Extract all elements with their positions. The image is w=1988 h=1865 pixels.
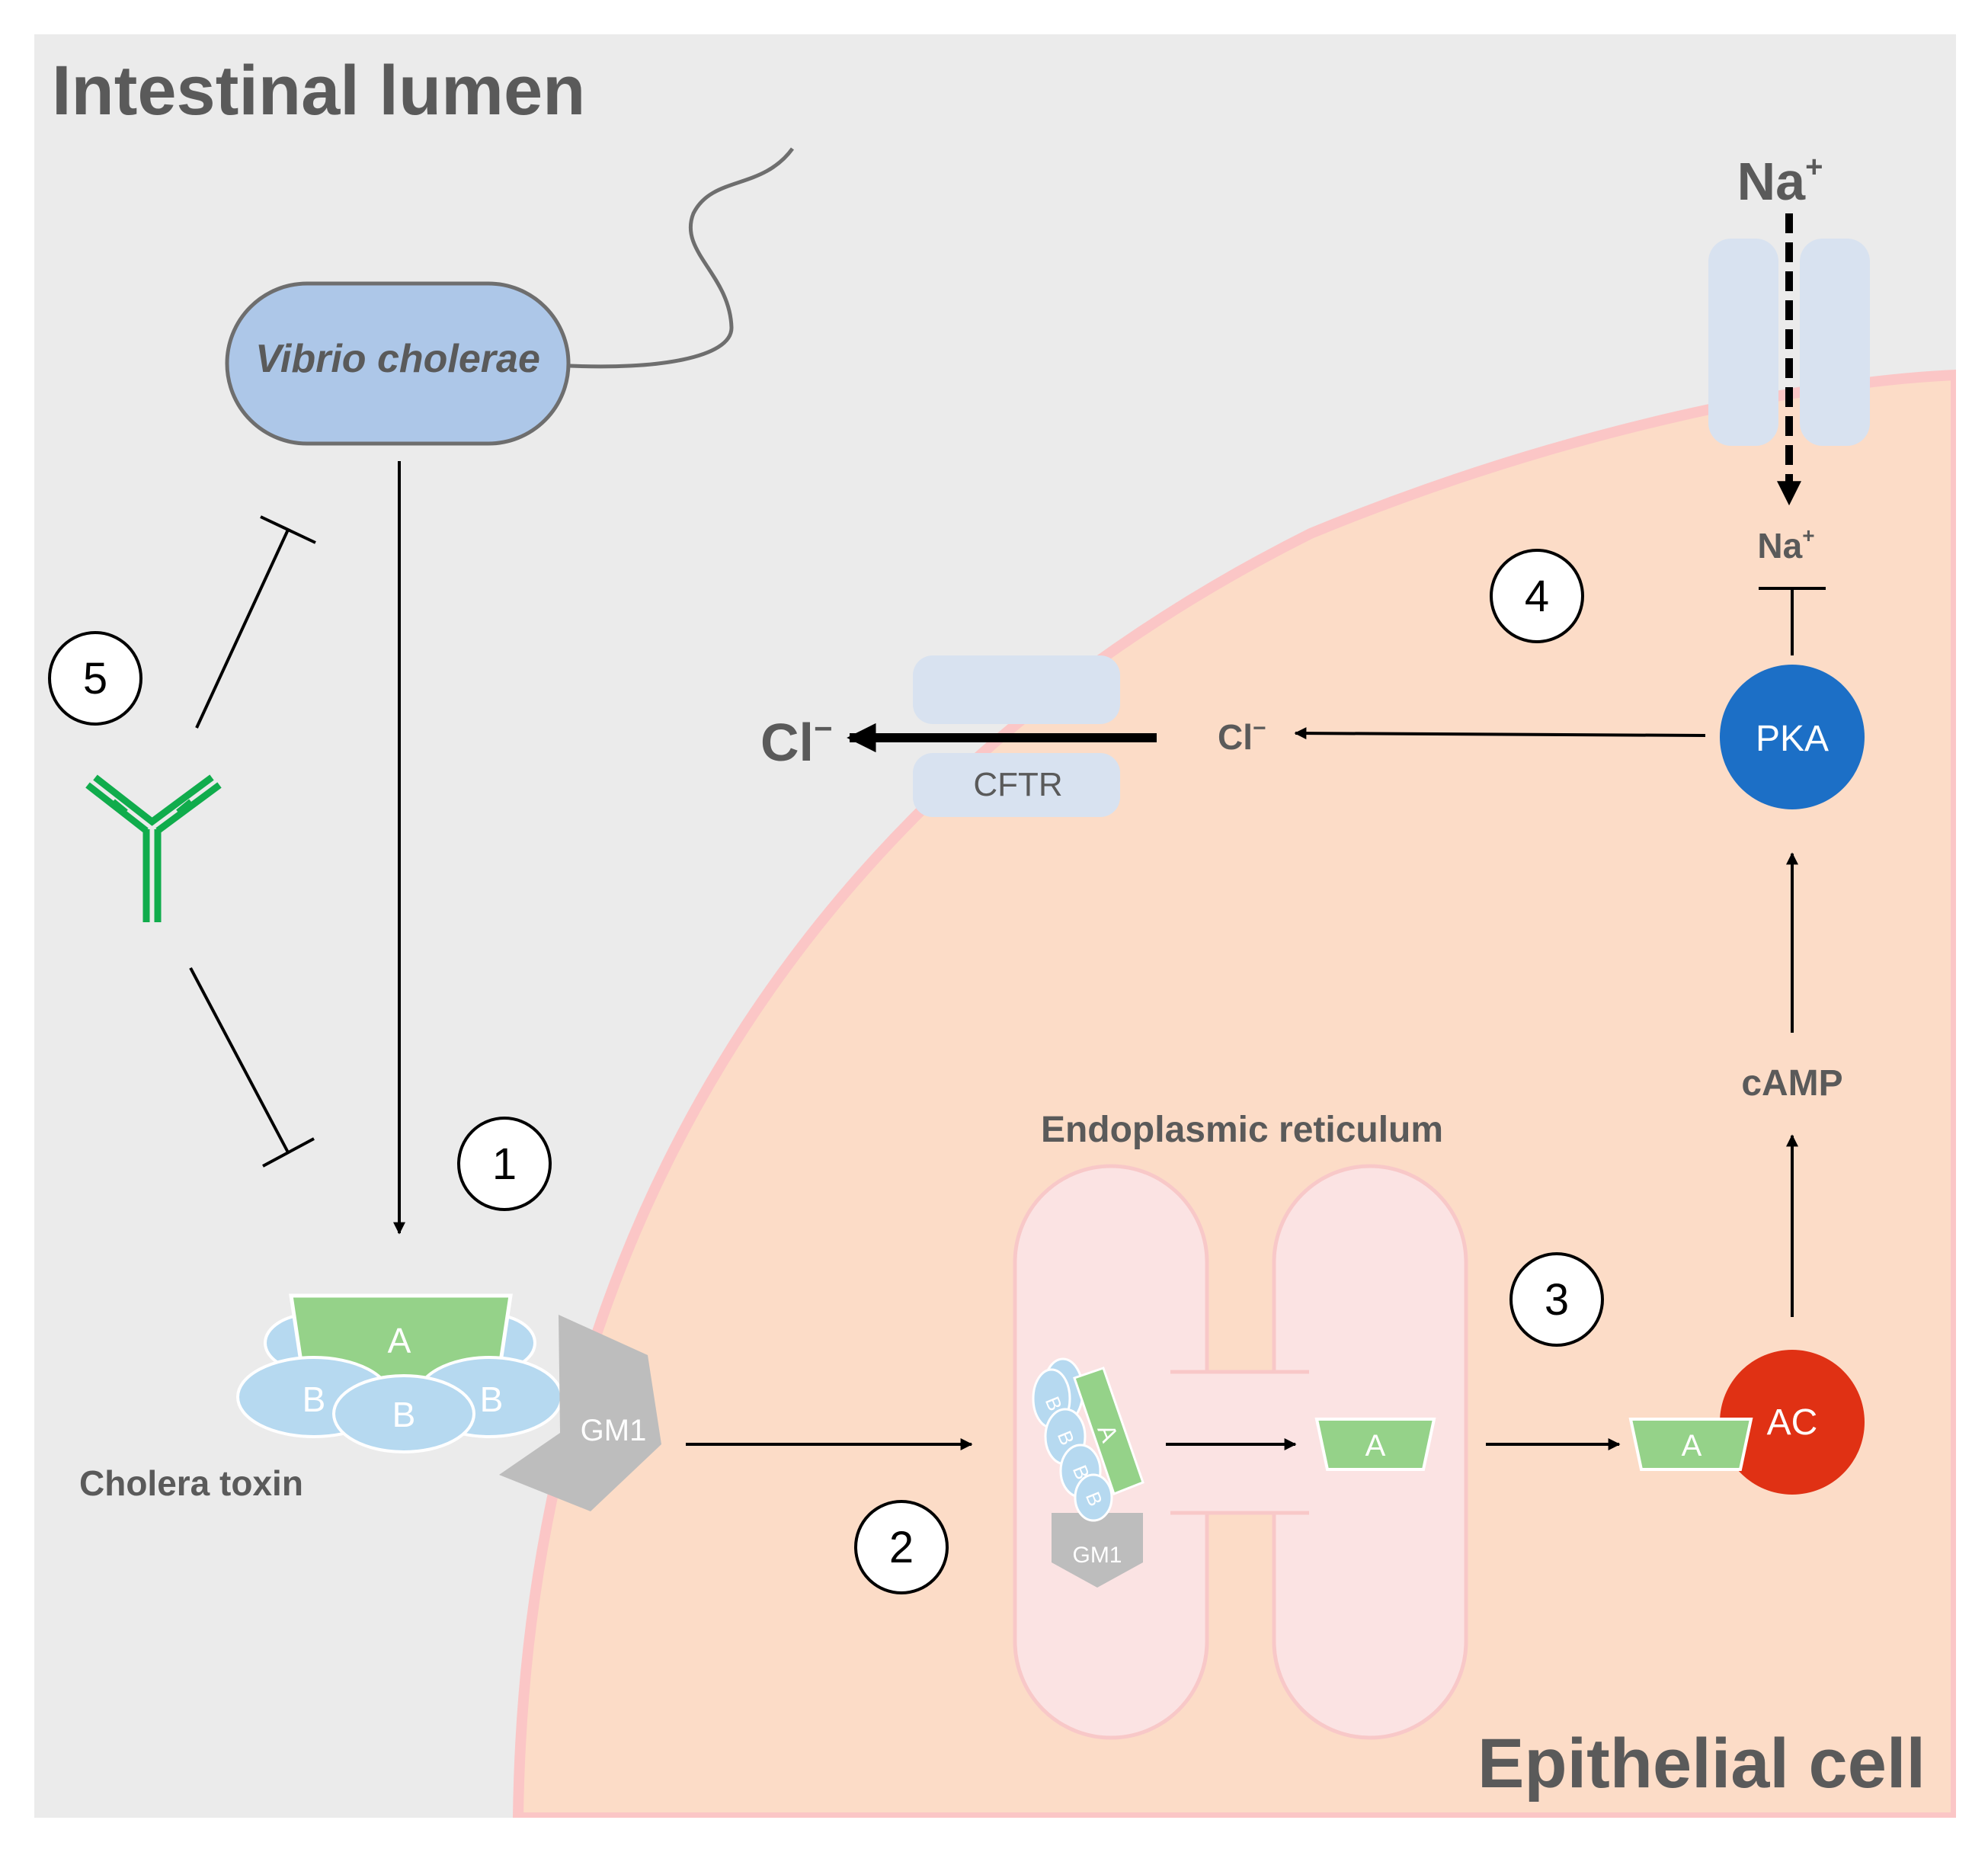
step-marker-4: 4 (1490, 549, 1584, 643)
flagellum-icon (569, 147, 795, 369)
er-gm1-label: GM1 (1072, 1543, 1122, 1568)
pka-label: PKA (1756, 719, 1829, 759)
adenylate-cyclase-label: AC (1767, 1402, 1818, 1443)
na-intracellular-label: Na+ (1757, 524, 1814, 566)
toxin-subunit-b-label: B (480, 1380, 504, 1419)
step-marker-2: 2 (854, 1500, 949, 1594)
svg-text:3: 3 (1545, 1275, 1569, 1325)
antibody-icon (85, 774, 222, 922)
vibrio-cholerae-cell (225, 281, 571, 446)
svg-text:2: 2 (889, 1523, 914, 1572)
inhibit-toxin-line (189, 967, 315, 1168)
intestinal-lumen-label: Intestinal lumen (52, 52, 585, 130)
free-subunit-a (1314, 1418, 1436, 1471)
gm1-receptor (499, 1315, 661, 1511)
cl-extracellular-label: Cl− (760, 710, 833, 772)
pka-to-cl-arrow (1294, 727, 1706, 740)
step-marker-5: 5 (48, 631, 142, 726)
cholera-toxin-complex (236, 1293, 563, 1453)
inhibit-bacterium-line (195, 515, 316, 729)
toxin-subunit-b-label: B (303, 1380, 326, 1419)
cl-intracellular-label: Cl− (1218, 716, 1266, 757)
bound-subunit-a-label: A (1682, 1429, 1702, 1463)
svg-text:5: 5 (83, 654, 107, 703)
sodium-channel-icon (1708, 239, 1870, 446)
svg-text:1: 1 (492, 1139, 517, 1189)
vibrio-cholerae-label: Vibrio cholerae (255, 337, 540, 381)
epithelial-cell-label: Epithelial cell (1477, 1725, 1926, 1803)
adenylate-cyclase (1720, 1350, 1865, 1495)
svg-text:4: 4 (1525, 572, 1549, 621)
step-marker-1: 1 (457, 1117, 552, 1211)
er-toxin-complex (1032, 1357, 1144, 1588)
step-marker-3: 3 (1509, 1252, 1604, 1347)
toxin-subunit-b-label: B (392, 1395, 416, 1434)
pka-inhibit-na-line (1759, 587, 1826, 655)
bound-subunit-a (1628, 1418, 1753, 1471)
cftr-channel-icon (913, 655, 1120, 817)
gm1-label: GM1 (581, 1414, 647, 1447)
free-subunit-a-label: A (1365, 1429, 1386, 1463)
pka (1720, 665, 1865, 809)
cholera-toxin-label: Cholera toxin (79, 1463, 303, 1503)
na-extracellular-label: Na+ (1737, 150, 1823, 211)
endoplasmic-reticulum-label: Endoplasmic reticulum (1041, 1110, 1443, 1150)
toxin-subunit-a-label: A (388, 1321, 411, 1360)
camp-label: cAMP (1741, 1063, 1842, 1104)
cftr-label: CFTR (973, 766, 1062, 803)
